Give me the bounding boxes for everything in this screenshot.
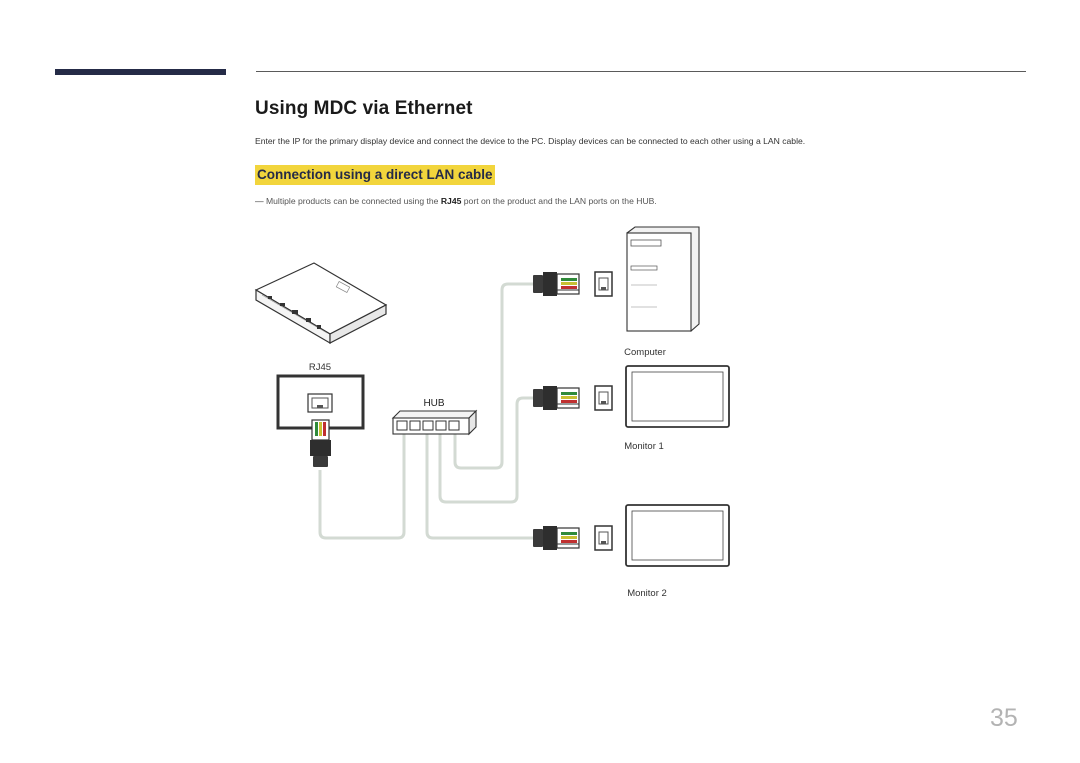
rj45-port-detail (276, 374, 365, 430)
header-accent-bar (55, 69, 226, 75)
plug-computer (532, 271, 580, 297)
cable-device (318, 433, 406, 540)
computer-label: Computer (624, 347, 666, 358)
monitor-1 (625, 365, 730, 428)
note-text-bold: RJ45 (440, 196, 462, 206)
plug-monitor2 (532, 525, 580, 551)
note-text-before: Multiple products can be connected using… (265, 196, 441, 206)
rj45-label: RJ45 (309, 362, 331, 373)
note-marker: ― (255, 196, 264, 206)
cables (318, 282, 540, 540)
port-computer (594, 271, 613, 297)
monitor-2-label: Monitor 2 (627, 588, 667, 599)
plug-monitor1 (532, 385, 580, 411)
cable-monitor1 (438, 396, 540, 504)
rj45-plug-vertical (310, 419, 331, 467)
display-device-box (254, 262, 388, 345)
page-number: 35 (990, 704, 1018, 732)
monitor-1-label: Monitor 1 (624, 441, 664, 452)
note-text-after: port on the product and the LAN ports on… (461, 196, 657, 206)
header-rule (256, 71, 1026, 72)
hub (391, 409, 478, 436)
cable-computer (453, 282, 540, 470)
intro-paragraph: Enter the IP for the primary display dev… (255, 136, 806, 146)
computer-tower (626, 226, 700, 332)
page-title: Using MDC via Ethernet (255, 98, 473, 119)
section-heading: Connection using a direct LAN cable (255, 165, 495, 185)
port-monitor2 (594, 525, 613, 551)
port-monitor1 (594, 385, 613, 411)
hub-label: HUB (423, 398, 444, 409)
monitor-2 (625, 504, 730, 567)
note: ― Multiple products can be connected usi… (255, 196, 1025, 206)
cable-monitor2 (425, 433, 540, 540)
